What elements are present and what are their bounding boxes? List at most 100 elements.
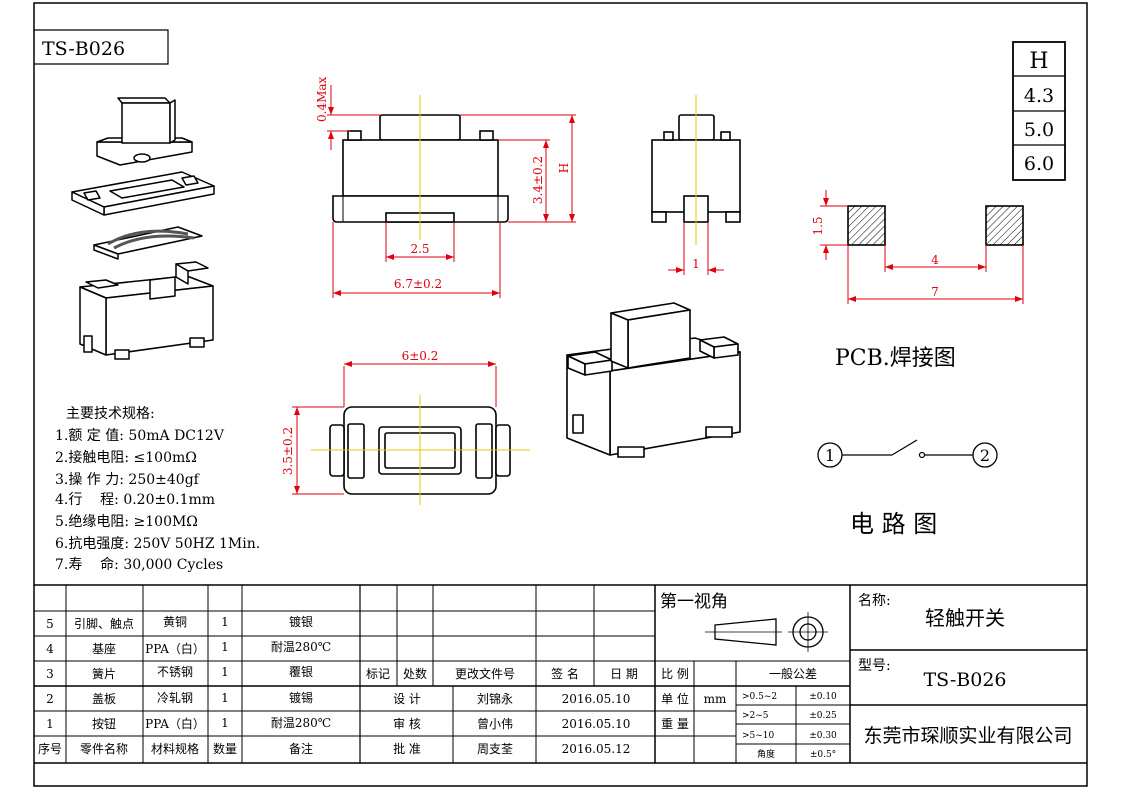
bom-no: 3: [46, 667, 54, 681]
bom-name: 基座: [92, 641, 116, 656]
tolerance-value: ±0.30: [809, 731, 837, 741]
part-label: TS-B026: [42, 38, 125, 60]
tolerance-value: ±0.25: [809, 711, 837, 721]
circuit-diagram: 1 2 电 路 图: [817, 439, 998, 538]
bom-qty: 1: [221, 615, 229, 629]
approval-date: 2016.05.10: [562, 717, 631, 731]
approval-name: 刘锦永: [477, 692, 513, 706]
projection-block: 第一视角: [660, 592, 828, 652]
pcb-pad: [847, 205, 886, 246]
bom-material: 不锈钢: [157, 665, 193, 679]
front-view: 0.4Max 3.4±0.2 H 2.5 6.7±0.2: [315, 76, 576, 298]
scale-block: 比 例 单 位 mm 重 量 一般公差: [661, 666, 817, 731]
dim-pad-inner: 4: [931, 253, 939, 267]
name-value: 轻触开关: [925, 606, 1005, 630]
company-name: 东莞市琛顺实业有限公司: [863, 725, 1072, 747]
revision-sign: 签 名: [551, 666, 579, 681]
scale-unit-value: mm: [704, 692, 727, 706]
bom-no: 2: [46, 692, 54, 706]
dim-pad-height: 1.5: [811, 216, 825, 235]
approval-row: 设 计 刘锦永 2016.05.10: [393, 692, 630, 706]
bom-note: 镀银: [289, 615, 313, 629]
first-angle-projection-icon: [705, 612, 828, 652]
tolerance-range: >5~10: [742, 731, 775, 741]
tolerance-range: 角度: [757, 748, 775, 760]
revision-date: 日 期: [610, 667, 638, 681]
bom-name: 簧片: [92, 666, 116, 681]
switch-symbol: [842, 439, 973, 459]
approval-date: 2016.05.12: [562, 742, 631, 756]
table-row: 4 基座 PPA（白） 1 耐温280℃: [46, 640, 331, 656]
bom-no: 5: [46, 617, 54, 631]
dim-max-height: 0.4Max: [315, 76, 329, 122]
bom-note: 耐温280℃: [271, 716, 331, 730]
tolerance-title: 一般公差: [769, 666, 817, 681]
approvals: 设 计 刘锦永 2016.05.10 审 核 曾小伟 2016.05.10 批 …: [393, 692, 630, 756]
title-block: 名称: 轻触开关 型号: TS-B026 东莞市琛顺实业有限公司: [858, 593, 1073, 747]
dim-top-width: 3.5±0.2: [281, 427, 295, 475]
model-label: 型号:: [858, 658, 891, 674]
table-row: 3 簧片 不锈钢 1 覆银: [46, 665, 313, 681]
bom-name: 盖板: [92, 692, 116, 706]
dim-body-height: 3.4±0.2: [531, 156, 545, 204]
bom-header-material: 材料规格: [151, 741, 199, 756]
bom-table: 5 引脚、触点 黄铜 1 镀银 4 基座 PPA（白） 1 耐温280℃ 3 簧…: [38, 614, 331, 756]
scale-ratio-label: 比 例: [661, 667, 689, 681]
h-table-header: H: [1029, 49, 1048, 74]
approval-role: 审 核: [393, 716, 421, 731]
model-value: TS-B026: [923, 669, 1006, 691]
bom-material: PPA（白）: [145, 716, 205, 731]
pcb-pad: [985, 205, 1024, 246]
table-row: >0.5~2 ±0.10: [742, 692, 837, 702]
dim-h-label: H: [557, 163, 571, 173]
bom-material: 冷轧钢: [157, 691, 193, 705]
exploded-dome-spring: [93, 226, 203, 260]
tolerance-range: >2~5: [742, 711, 769, 721]
part-label-box: TS-B026: [34, 29, 169, 65]
spec-item: 4.行 程: 0.20±0.1mm: [55, 492, 215, 508]
specifications: 主要技术规格: 1.额 定 值: 50mA DC12V 2.接触电阻: ≤100…: [55, 406, 260, 573]
tolerance-value: ±0.5°: [810, 750, 836, 760]
dim-pad-outer: 7: [931, 285, 939, 299]
bom-name: 按钮: [92, 716, 116, 731]
bom-qty: 1: [221, 716, 229, 730]
bom-note: 覆银: [289, 665, 313, 679]
h-value: 6.0: [1024, 153, 1054, 175]
side-view: 1: [651, 95, 741, 275]
approval-date: 2016.05.10: [562, 692, 631, 706]
pcb-title: PCB.焊接图: [835, 346, 956, 371]
scale-weight-label: 重 量: [661, 717, 689, 731]
table-row: 角度 ±0.5°: [757, 748, 836, 760]
spec-item: 1.额 定 值: 50mA DC12V: [55, 428, 225, 444]
name-label: 名称:: [858, 593, 891, 609]
revision-count: 处数: [403, 666, 427, 681]
bom-qty: 1: [221, 640, 229, 654]
circuit-node-label: 1: [825, 446, 835, 465]
table-row: >2~5 ±0.25: [742, 711, 837, 721]
bom-qty: 1: [221, 665, 229, 679]
pcb-layout: 1.5 4 7 PCB.焊接图: [811, 190, 1024, 371]
bom-header-note: 备注: [289, 741, 313, 756]
bom-no: 4: [46, 642, 54, 656]
dim-side-pin: 1: [692, 257, 700, 271]
title-block-grid: [34, 584, 1087, 764]
sheet-border: [33, 2, 1088, 787]
projection-title: 第一视角: [660, 592, 728, 612]
revision-header: 标记 处数 更改文件号 签 名 日 期: [366, 666, 638, 681]
approval-row: 审 核 曾小伟 2016.05.10: [393, 716, 630, 731]
dim-width: 6.7±0.2: [394, 277, 442, 291]
bom-note: 镀锡: [289, 690, 313, 705]
circuit-title: 电 路 图: [850, 510, 937, 538]
tolerance-range: >0.5~2: [742, 692, 777, 702]
tolerance-table: >0.5~2 ±0.10 >2~5 ±0.25 >5~10 ±0.30 角度 ±…: [742, 692, 837, 760]
exploded-view: [71, 97, 215, 360]
exploded-base: [79, 261, 214, 360]
bom-header-name: 零件名称: [80, 741, 128, 756]
h-value: 4.3: [1024, 85, 1054, 107]
h-value: 5.0: [1024, 119, 1054, 141]
revision-mark: 标记: [366, 667, 390, 681]
bom-name: 引脚、触点: [74, 616, 134, 631]
bom-no: 1: [46, 717, 54, 731]
dim-top-length: 6±0.2: [402, 349, 439, 363]
